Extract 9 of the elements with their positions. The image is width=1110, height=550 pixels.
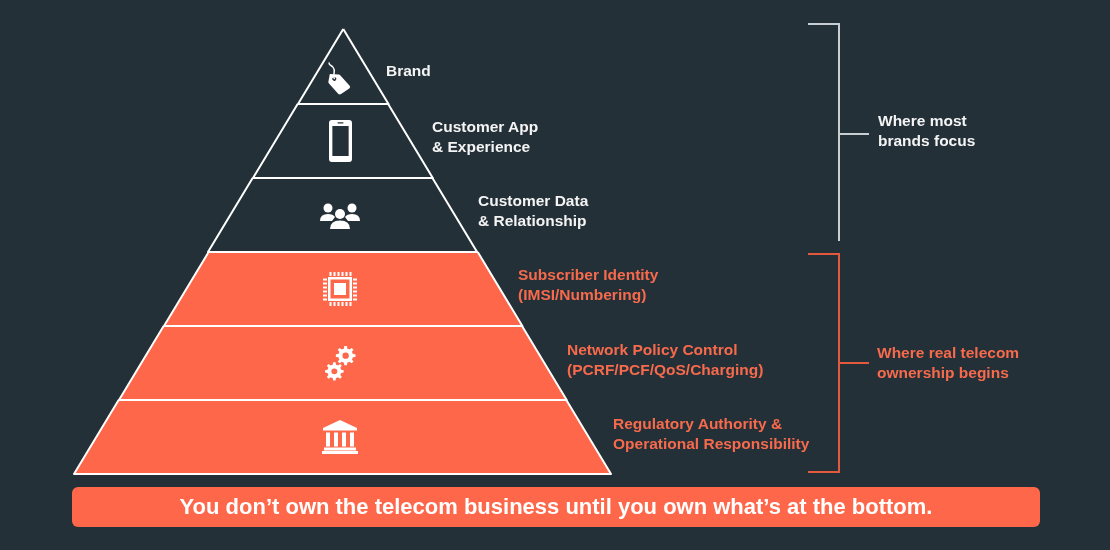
layer-label: Customer App & Experience — [432, 117, 540, 157]
layer-label: Brand — [386, 61, 432, 81]
layer-label: Network Policy Control (PCRF/PCF/QoS/Charging) — [567, 340, 765, 380]
layer-label: Subscriber Identity (IMSI/Numbering) — [518, 265, 660, 305]
bracket-label: Where most brands focus — [878, 111, 977, 151]
message-banner: You don’t own the telecom business until you own what’s at the bottom. — [72, 487, 1040, 527]
layer-label: Regulatory Authority & Operational Responsibility — [613, 414, 811, 454]
layer-label: Customer Data & Relationship — [478, 191, 590, 231]
bracket-label: Where real telecom ownership begins — [877, 343, 1021, 383]
